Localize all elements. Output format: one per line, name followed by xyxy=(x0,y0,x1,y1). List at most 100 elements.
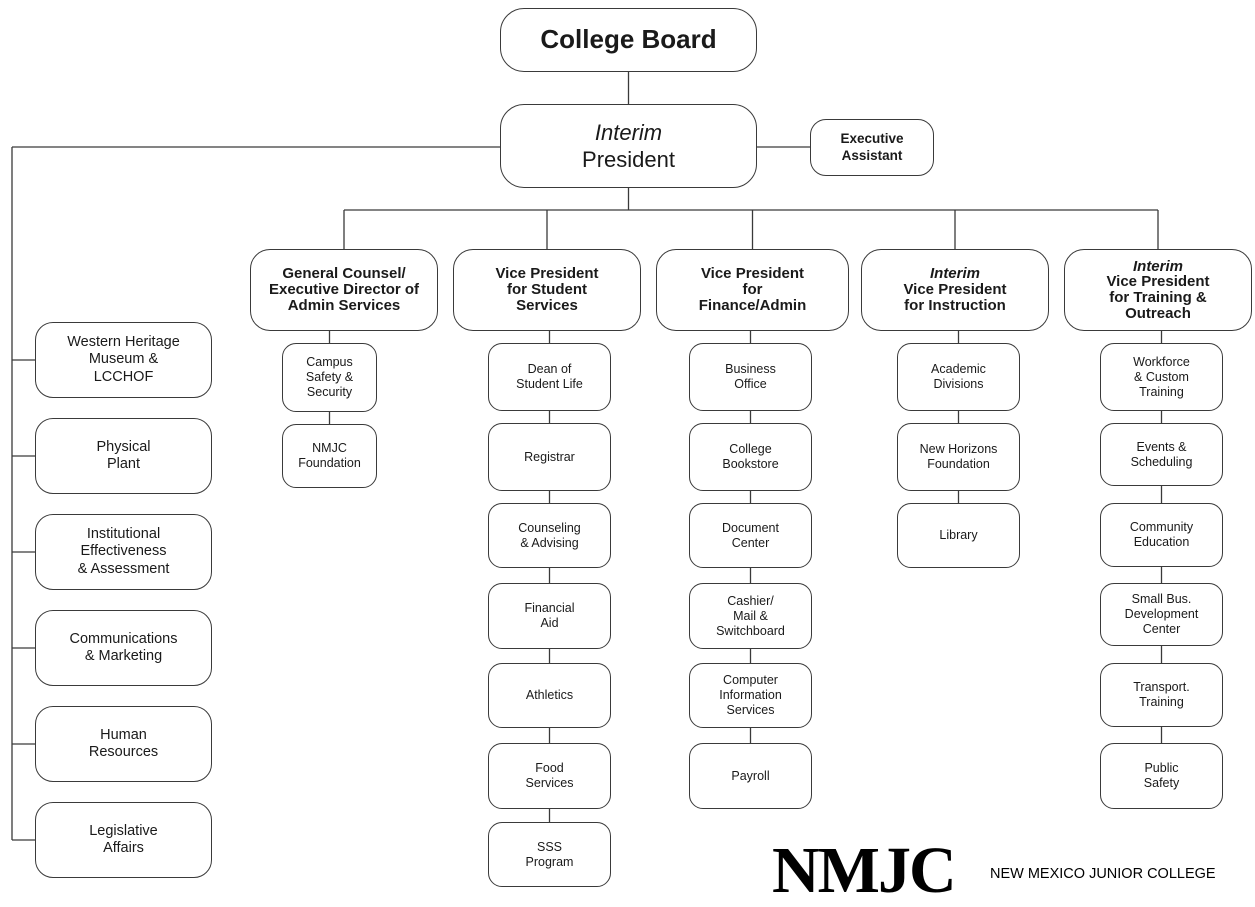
label-line: Training xyxy=(1139,384,1184,399)
unit-box-library: Library xyxy=(897,503,1020,568)
unit-box-registrar: Registrar xyxy=(488,423,611,491)
label-line: Divisions xyxy=(933,377,984,391)
label-line: LCCHOF xyxy=(93,368,154,385)
staff-box-communications-marketing: Communications& Marketing xyxy=(35,610,212,686)
label-line: Public xyxy=(1144,761,1179,775)
label-line: Vice President xyxy=(700,265,805,283)
logo-mark: NMJC xyxy=(772,834,957,907)
label-line: General Counsel/ xyxy=(282,265,406,283)
label-line: Outreach xyxy=(1125,304,1191,322)
label-line: Athletics xyxy=(525,688,574,702)
label-line: Finance/Admin xyxy=(698,296,807,314)
label-line: Development xyxy=(1124,607,1199,621)
label-line: Museum & xyxy=(88,351,159,368)
label-line: & Marketing xyxy=(84,648,163,664)
label-line: NMJC xyxy=(312,441,347,455)
division-qualifier: Interim xyxy=(929,265,980,283)
label-line: Program xyxy=(525,854,574,869)
label-line: for Training & xyxy=(1109,289,1207,306)
label-line: Foundation xyxy=(927,457,990,471)
label-line: Counseling xyxy=(518,520,581,535)
label-line: College xyxy=(729,442,772,456)
label-line: Executive xyxy=(840,131,904,147)
president-title: President xyxy=(582,147,675,172)
label-line: Training xyxy=(1139,695,1184,709)
label-line: Foundation xyxy=(298,456,361,470)
label-line: & Assessment xyxy=(77,560,170,577)
label-line: Aid xyxy=(540,616,559,630)
label-line: Vice President xyxy=(903,281,1007,299)
connector-lines xyxy=(11,72,1163,841)
label-line: Vice President xyxy=(495,265,599,283)
label-line: Services xyxy=(726,703,775,717)
label-line: Scheduling xyxy=(1130,454,1193,469)
label-line: Safety xyxy=(1143,776,1180,790)
label-line: Communications xyxy=(69,630,178,647)
label-line: Community xyxy=(1129,520,1194,534)
label-line: Services xyxy=(516,296,578,314)
label-line: Transport. xyxy=(1133,680,1190,694)
label-line: Library xyxy=(939,528,978,542)
unit-box-counseling-advising: Counseling& Advising xyxy=(488,503,611,568)
label-line: Physical xyxy=(96,438,151,455)
label-line: Services xyxy=(525,776,574,790)
label-line: Business xyxy=(725,362,776,376)
label-line: Information xyxy=(719,688,782,702)
label-line: Student Life xyxy=(516,377,583,391)
label-line: Human xyxy=(100,726,147,743)
label-line: for Student xyxy=(507,281,587,299)
label-line: Western Heritage xyxy=(67,333,180,350)
label-line: Plant xyxy=(106,456,141,472)
label-line: SSS xyxy=(536,839,562,854)
label-line: Document xyxy=(722,520,779,535)
label-line: Admin Services xyxy=(287,296,401,314)
label-line: Assistant xyxy=(841,147,903,163)
label-line: Vice President xyxy=(1106,273,1210,291)
label-line: Registrar xyxy=(524,449,575,464)
label-line: Payroll xyxy=(731,768,770,783)
college-name: NEW MEXICO JUNIOR COLLEGE xyxy=(990,866,1216,882)
label-line: Financial xyxy=(524,601,575,615)
label-line: Events & xyxy=(1136,439,1187,454)
label-line: Institutional xyxy=(86,525,161,542)
label-line: Executive Director of xyxy=(268,281,420,299)
label-line: Bookstore xyxy=(722,457,779,471)
label-line: New Horizons xyxy=(919,442,998,456)
unit-box-cashier-mail-switchboard: Cashier/Mail &Switchboard xyxy=(689,583,812,649)
label-line: Cashier/ xyxy=(727,593,774,608)
label-line: Campus xyxy=(306,355,353,369)
label-line: Dean of xyxy=(527,362,572,376)
president-box: Interim President xyxy=(500,104,757,188)
label-line: Switchboard xyxy=(716,623,785,638)
unit-box-payroll: Payroll xyxy=(689,743,812,809)
president-qualifier: Interim xyxy=(594,119,663,145)
label-line: Food xyxy=(535,761,564,775)
label-line: Resources xyxy=(88,744,159,760)
label-line: Effectiveness xyxy=(80,543,167,560)
label-line: Computer xyxy=(723,673,778,687)
